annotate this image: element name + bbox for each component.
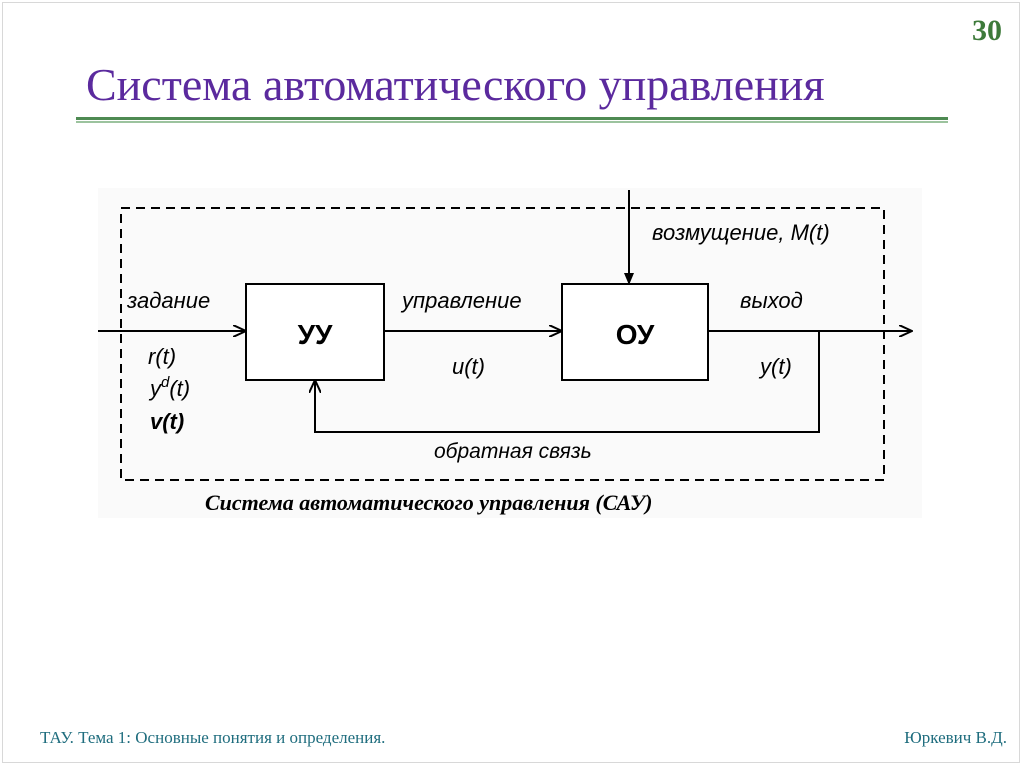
disturbance-label: возмущение, M(t): [652, 220, 830, 245]
footer-course-topic: ТАУ. Тема 1: Основные понятия и определе…: [40, 728, 386, 747]
diagram-background: [98, 188, 922, 518]
signal-yd: yd(t): [148, 374, 190, 401]
controller-block: [245, 283, 385, 381]
signal-v: v(t): [150, 409, 184, 434]
output-label: выход: [740, 288, 803, 313]
signal-u: u(t): [452, 354, 485, 379]
feedback-label: обратная связь: [434, 440, 592, 463]
setpoint-label: задание: [126, 288, 210, 313]
controller-label: УУ: [298, 319, 333, 350]
slide-title: Система автоматического управления: [86, 59, 825, 110]
diagram-caption: Система автоматического управления (САУ): [205, 490, 653, 515]
signal-y: y(t): [758, 354, 792, 379]
plant-label: ОУ: [616, 319, 655, 350]
feedback-loop: [315, 331, 820, 433]
footer-author: Юркевич В.Д.: [904, 728, 1007, 747]
plant-block: [561, 283, 709, 381]
control-label: управление: [400, 288, 522, 313]
signal-r: r(t): [148, 344, 176, 369]
title-underline: [76, 117, 948, 124]
system-boundary: [120, 207, 885, 481]
slide-number: 30: [972, 14, 1002, 47]
